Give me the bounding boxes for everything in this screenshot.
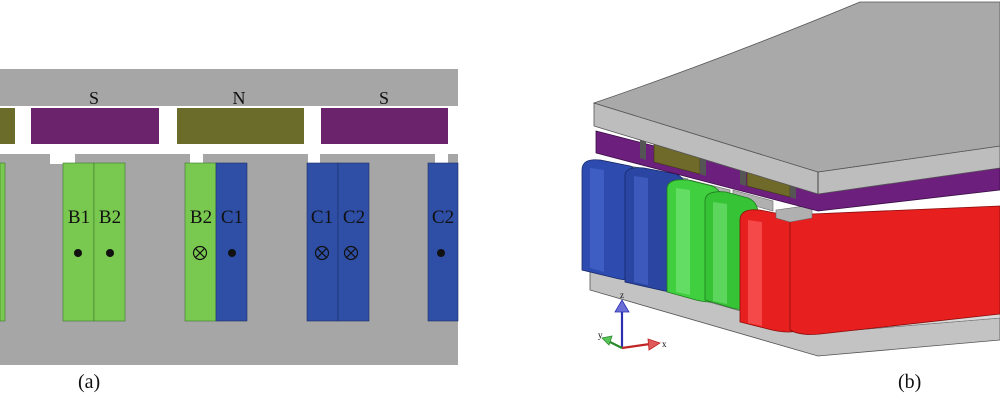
- coil-side-b1: [62, 162, 95, 322]
- pole-label-n: N: [233, 88, 246, 108]
- coil-side-c2-left: [337, 162, 370, 322]
- coil-phase-a-highlight: [748, 220, 762, 326]
- magnet-divider: [640, 136, 646, 160]
- caption-panel-a: (a): [78, 371, 101, 393]
- axis-label-x: x: [662, 339, 667, 349]
- current-in-cross-icon: [343, 245, 359, 261]
- coil-label-b2-a: B2: [99, 207, 121, 228]
- panel-b-3d-model: z x y: [581, 1, 1000, 357]
- y-axis-arrow-icon: [601, 335, 613, 346]
- current-out-dot-icon: [106, 249, 114, 257]
- coil-label-b1: B1: [68, 207, 90, 228]
- coil-side-b2-left: [93, 162, 126, 322]
- tooth-tip-4: [320, 154, 435, 164]
- rotor-back-iron: [0, 69, 458, 106]
- slot-opening-3: [308, 154, 320, 164]
- coil-side-b2-right: [184, 162, 217, 322]
- coil-phase-c-back-highlight: [634, 176, 648, 285]
- slot-opening-2: [190, 154, 203, 164]
- coil-phase-a-body: [789, 205, 1000, 335]
- slot-opening-4: [435, 154, 448, 164]
- magnet-south-2: [321, 108, 448, 144]
- current-in-cross-icon: [314, 245, 330, 261]
- magnet-south-1: [31, 108, 159, 144]
- coil-label-c1-b: C1: [311, 207, 333, 228]
- caption-panel-b: (b): [898, 371, 922, 393]
- pole-label-s1: S: [89, 88, 99, 108]
- current-out-dot-icon: [228, 249, 236, 257]
- coil-phase-c-highlight: [590, 168, 604, 272]
- coil-side-c2-right: [427, 162, 459, 322]
- axis-triad: z x y: [598, 290, 667, 351]
- coil-label-c2-a: C2: [343, 207, 365, 228]
- pole-label-s2: S: [379, 88, 389, 108]
- tooth-tip-5: [448, 154, 458, 164]
- x-axis-icon: [621, 342, 651, 350]
- tooth-tip-2: [75, 154, 190, 164]
- tooth-tip-1: [0, 154, 50, 164]
- tooth-tip-3: [203, 154, 308, 164]
- slot-opening-1: [50, 154, 75, 164]
- coil-label-c1-a: C1: [221, 207, 243, 228]
- x-axis-arrow-icon: [647, 338, 661, 351]
- coil-label-b2-b: B2: [190, 207, 212, 228]
- coil-label-c2-b: C2: [432, 207, 454, 228]
- current-in-cross-icon: [192, 245, 208, 261]
- coil-phase-b-highlight: [676, 188, 690, 295]
- rotor-plate-top: [592, 1, 1000, 173]
- panel-a-2d-section: S N S B1 B2 B2 C1 C1 C2 C2: [0, 69, 459, 365]
- magnet-olive-left: [0, 108, 15, 144]
- current-out-dot-icon: [437, 249, 445, 257]
- coil-side-c1-right: [306, 162, 339, 322]
- coil-side-b-edge: [0, 162, 6, 322]
- current-out-dot-icon: [74, 249, 82, 257]
- coil-phase-b-back-highlight: [713, 202, 727, 304]
- magnet-north: [177, 108, 304, 144]
- axis-label-z: z: [620, 290, 624, 300]
- z-axis-arrow-icon: [614, 299, 630, 313]
- axis-label-y: y: [598, 330, 603, 340]
- coil-side-c1-left: [215, 162, 248, 322]
